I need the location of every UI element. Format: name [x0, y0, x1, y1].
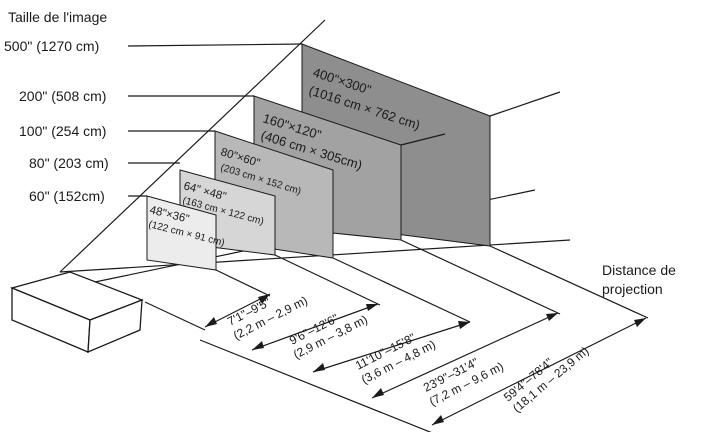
size-label-200: 200" (508 cm) — [19, 88, 106, 104]
distance-labels: 7'1"–9'5" (2,2 m – 2,9 m) 9'6"–12'6" (2,… — [225, 293, 591, 415]
size-leaders — [127, 43, 303, 197]
image-size-title: Taille de l'image — [8, 9, 107, 25]
size-label-60: 60" (152cm) — [29, 188, 105, 204]
distance-arrows — [204, 293, 647, 426]
distance-title-line2: projection — [602, 281, 663, 297]
size-label-100: 100" (254 cm) — [19, 123, 106, 139]
size-label-80: 80" (203 cm) — [29, 155, 109, 171]
screen-extension-lines — [400, 91, 561, 146]
size-labels: 500" (1270 cm) 200" (508 cm) 100" (254 c… — [4, 38, 109, 204]
size-label-500: 500" (1270 cm) — [4, 38, 99, 54]
projector — [9, 271, 144, 354]
distance-title-line1: Distance de — [602, 262, 676, 278]
distance-extension-lines — [144, 239, 649, 432]
